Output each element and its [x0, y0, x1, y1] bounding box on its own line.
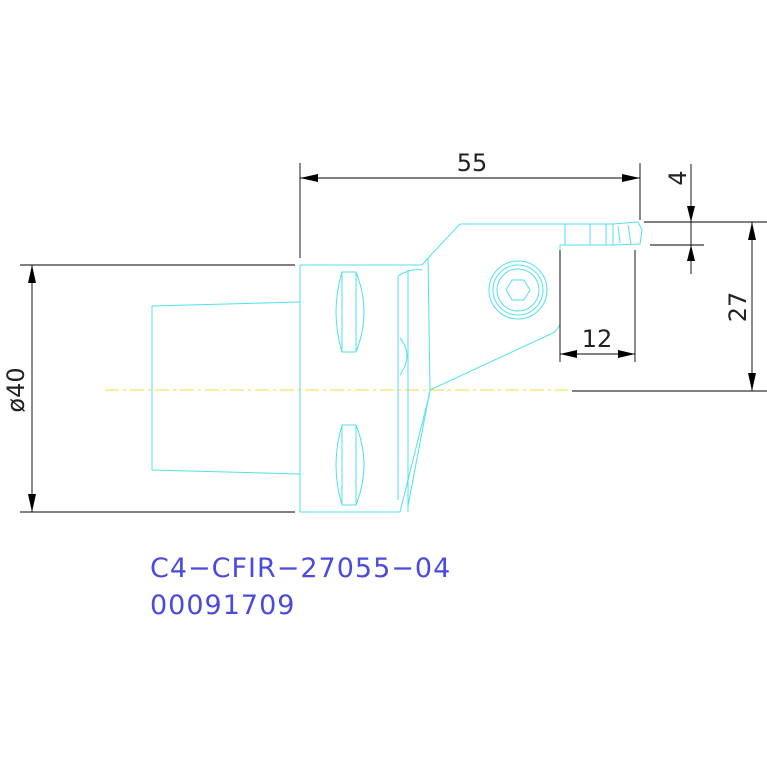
dimension-length-label: 55 — [457, 149, 488, 177]
product-number: 00091709 — [150, 590, 296, 621]
dimension-diameter: ø40 — [2, 264, 295, 513]
dimension-insert-length: 12 — [559, 250, 636, 362]
dimension-tip-height: 4 — [644, 164, 767, 274]
product-code: C4−CFIR−27055−04 — [150, 553, 452, 584]
dimension-insert-length-label: 12 — [582, 325, 613, 353]
dimension-length: 55 — [299, 149, 641, 258]
dimension-tip-height-label: 4 — [664, 170, 692, 185]
lower-slot — [335, 424, 365, 506]
tool-body — [151, 221, 643, 513]
shank-outline — [151, 301, 301, 475]
dimension-offset: 27 — [572, 222, 767, 392]
coupling-body — [299, 265, 400, 513]
cutting-insert — [564, 221, 643, 246]
dimension-diameter-label: ø40 — [2, 367, 30, 412]
upper-slot — [335, 271, 365, 353]
head-outline — [421, 223, 565, 266]
clamp-screw — [488, 260, 548, 320]
dimension-offset-label: 27 — [724, 292, 752, 323]
